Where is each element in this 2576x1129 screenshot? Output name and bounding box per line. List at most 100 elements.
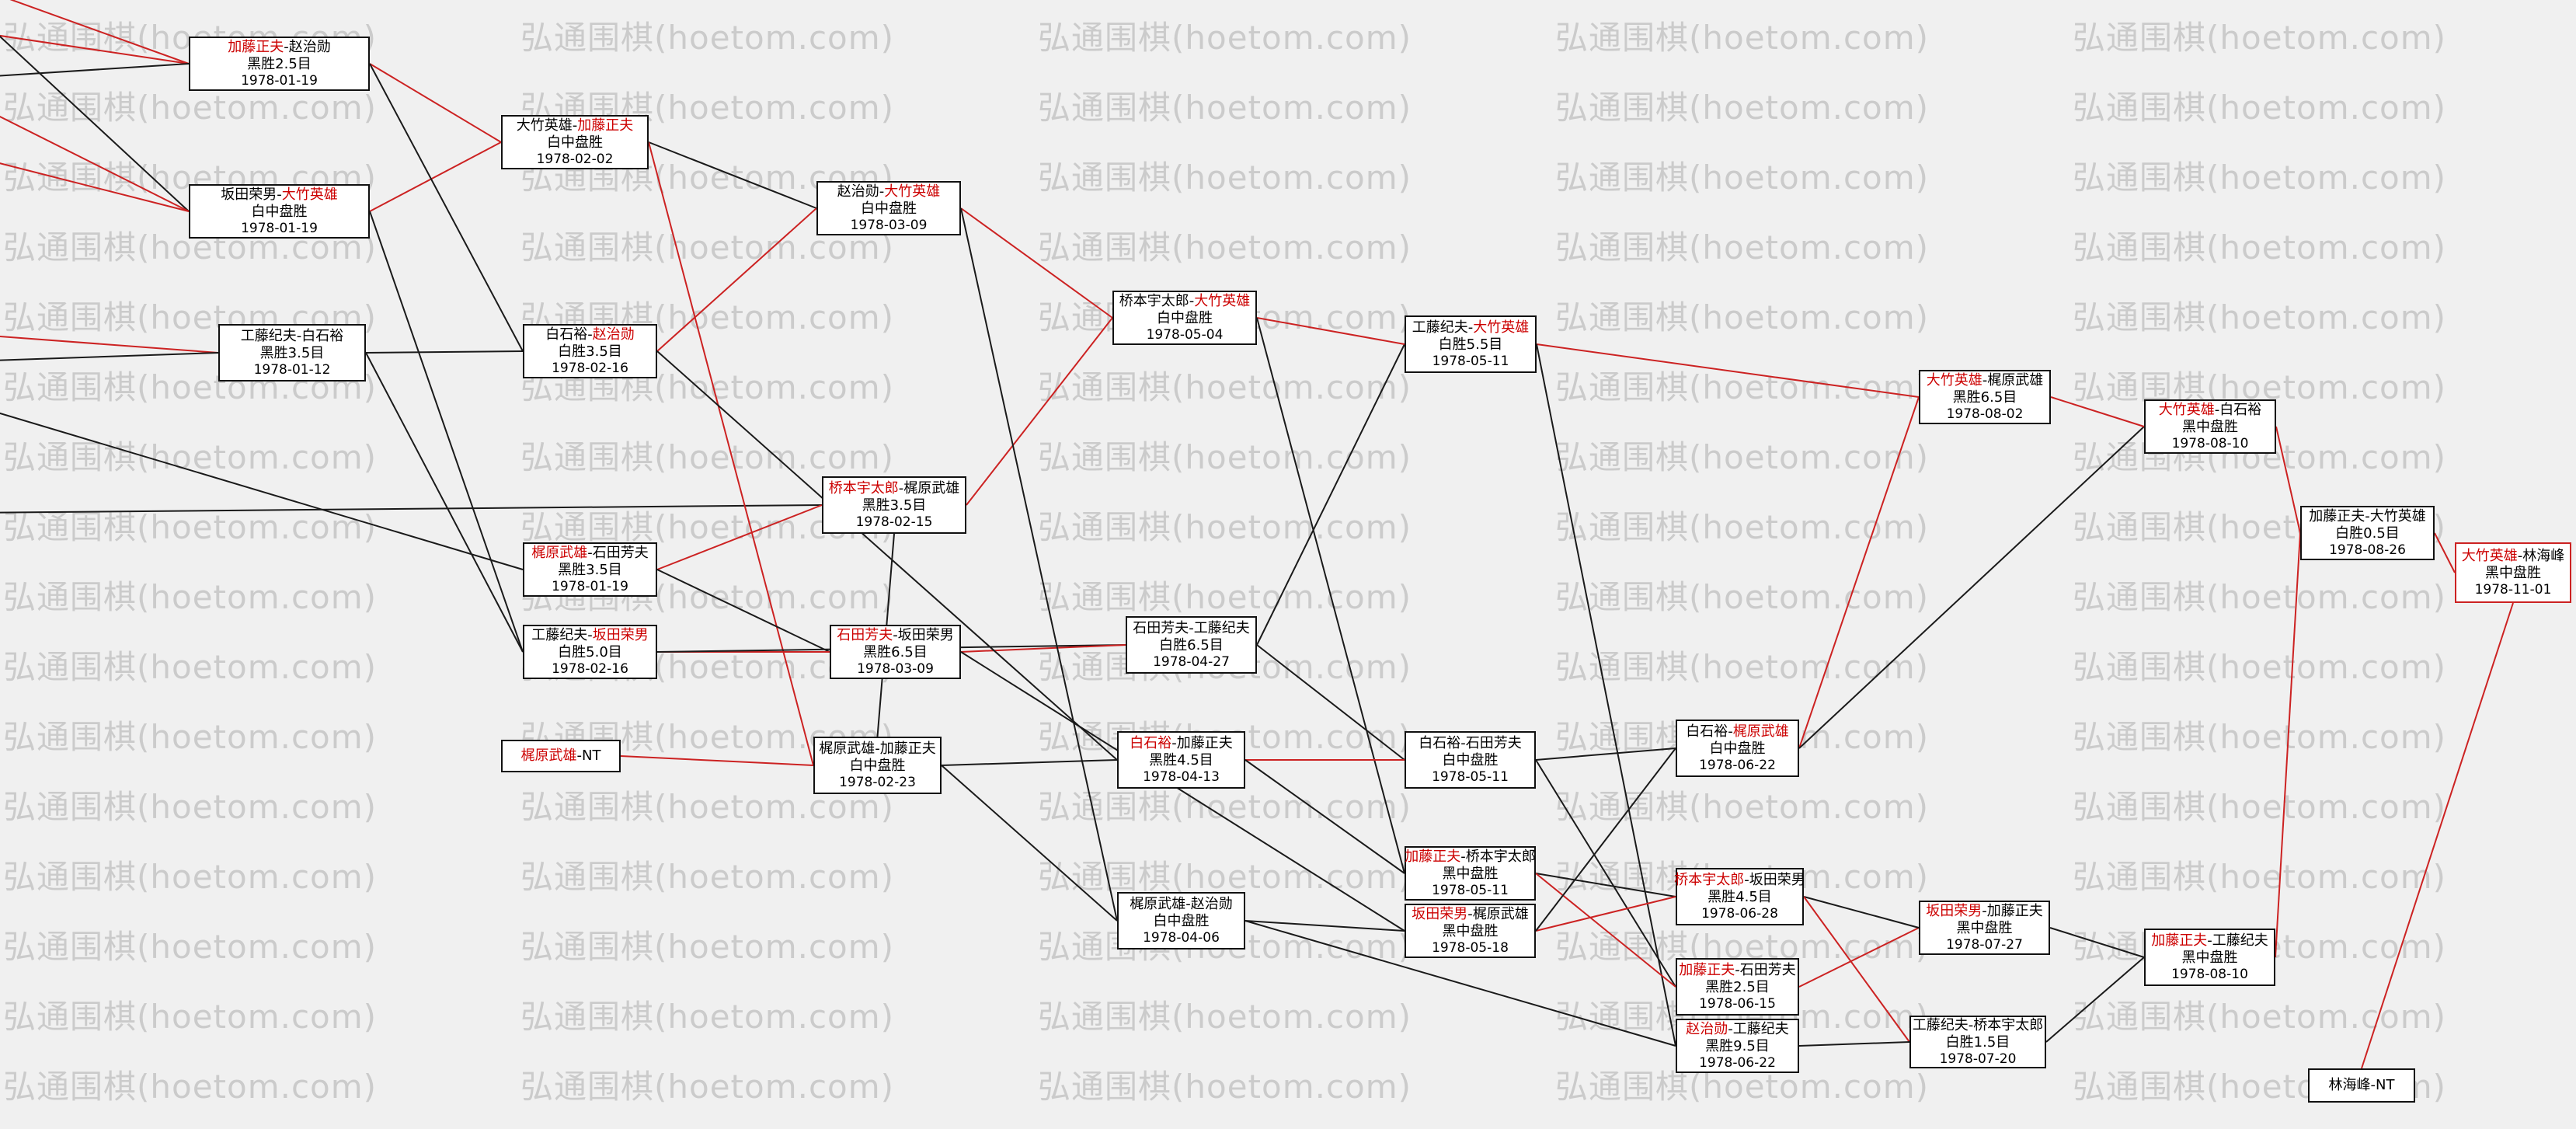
player-name: 梶原武雄-赵治勋 — [1130, 895, 1233, 912]
winner-path-line — [2050, 396, 2145, 427]
match-date: 1978-03-09 — [857, 660, 934, 677]
watermark-text: 弘通围棋(hoetom.com) — [3, 648, 378, 686]
watermark-text: 弘通围棋(hoetom.com) — [1038, 578, 1412, 616]
match-players: 大竹英雄-林海峰 — [2462, 548, 2565, 565]
watermark-text: 弘通围棋(hoetom.com) — [1038, 228, 1412, 267]
bracket-line — [960, 207, 1118, 922]
watermark-text: 弘通围棋(hoetom.com) — [1555, 508, 1930, 546]
watermark-text: 弘通围棋(hoetom.com) — [1038, 89, 1412, 127]
watermark-text: 弘通围棋(hoetom.com) — [1555, 438, 1930, 476]
match-players: 工藤纪夫-坂田荣男 — [531, 627, 649, 644]
watermark-text: 弘通围棋(hoetom.com) — [520, 788, 895, 826]
player-name: -白石裕 — [2214, 401, 2262, 418]
match-result: 白胜0.5目 — [2335, 524, 2400, 542]
player-name-winner: 大竹英雄 — [884, 183, 941, 200]
watermark-text: 弘通围棋(hoetom.com) — [3, 1068, 378, 1106]
match-players: 加藤正夫-桥本宇太郎 — [1405, 848, 1536, 866]
watermark-text: 弘通围棋(hoetom.com) — [1555, 368, 1930, 406]
match-result: 白胜5.5目 — [1438, 336, 1503, 353]
match-box-n18[interactable]: 梶原武雄-NT — [501, 740, 621, 772]
bracket-line — [1803, 896, 1920, 929]
player-name: -加藤正夫 — [1982, 902, 2043, 919]
match-date: 1978-05-18 — [1432, 939, 1509, 956]
watermark-text: 弘通围棋(hoetom.com) — [520, 928, 895, 966]
player-name-winner: 大竹英雄 — [1194, 292, 1251, 309]
match-result: 黑中盘胜 — [2182, 418, 2238, 435]
watermark-text: 弘通围棋(hoetom.com) — [3, 89, 378, 127]
match-players: 白石裕-加藤正夫 — [1130, 735, 1233, 752]
match-date: 1978-11-01 — [2474, 581, 2552, 598]
match-players: 桥本宇太郎-坂田荣男 — [1674, 872, 1805, 889]
bracket-line — [1256, 644, 1405, 761]
match-result: 黑胜4.5目 — [1149, 751, 1213, 768]
match-players: 加藤正夫-石田芳夫 — [1679, 962, 1796, 979]
match-players: 工藤纪夫-大竹英雄 — [1412, 319, 1530, 336]
winner-path-line — [369, 63, 502, 143]
match-result: 黑胜4.5目 — [1707, 888, 1772, 905]
watermark-text: 弘通围棋(hoetom.com) — [1038, 1068, 1412, 1106]
match-players: 坂田荣男-梶原武雄 — [1412, 906, 1529, 923]
match-date: 1978-06-22 — [1699, 1054, 1776, 1071]
player-name-winner: 大竹英雄 — [1473, 319, 1530, 336]
watermark-text: 弘通围棋(hoetom.com) — [1038, 788, 1412, 826]
player-name: -梶原武雄 — [898, 479, 960, 497]
match-players: 加藤正夫-工藤纪夫 — [2151, 932, 2268, 950]
match-date: 1978-01-19 — [241, 220, 318, 236]
match-date: 1978-08-10 — [2171, 435, 2249, 451]
match-result: 白中盘胜 — [251, 203, 308, 220]
player-name: -坂田荣男 — [893, 626, 954, 643]
match-result: 黑中盘胜 — [2181, 949, 2238, 966]
match-players: 石田芳夫-工藤纪夫 — [1133, 620, 1250, 637]
match-players: 林海峰-NT — [2329, 1077, 2395, 1094]
player-name: -梶原武雄 — [1467, 905, 1529, 922]
match-result: 黑胜3.5目 — [259, 344, 325, 361]
match-date: 1978-02-16 — [552, 360, 628, 376]
watermark-text: 弘通围棋(hoetom.com) — [1555, 19, 1930, 57]
match-date: 1978-05-11 — [1432, 882, 1509, 898]
bracket-line — [1798, 1041, 1910, 1047]
player-name-winner: 加藤正夫 — [2151, 932, 2208, 949]
watermark-text: 弘通围棋(hoetom.com) — [1555, 159, 1930, 197]
winner-path-line — [1535, 896, 1676, 932]
player-name: 工藤纪夫-桥本宇太郎 — [1912, 1016, 2044, 1033]
watermark-text: 弘通围棋(hoetom.com) — [1555, 298, 1930, 336]
watermark-text: 弘通围棋(hoetom.com) — [1555, 89, 1930, 127]
match-players: 梶原武雄-赵治勋 — [1130, 896, 1233, 913]
match-box-n32[interactable]: 林海峰-NT — [2308, 1068, 2415, 1103]
watermark-text: 弘通围棋(hoetom.com) — [2073, 788, 2447, 826]
player-name: -加藤正夫 — [1171, 734, 1233, 751]
match-players: 大竹英雄-加藤正夫 — [517, 117, 634, 134]
winner-path-line — [2275, 426, 2301, 534]
